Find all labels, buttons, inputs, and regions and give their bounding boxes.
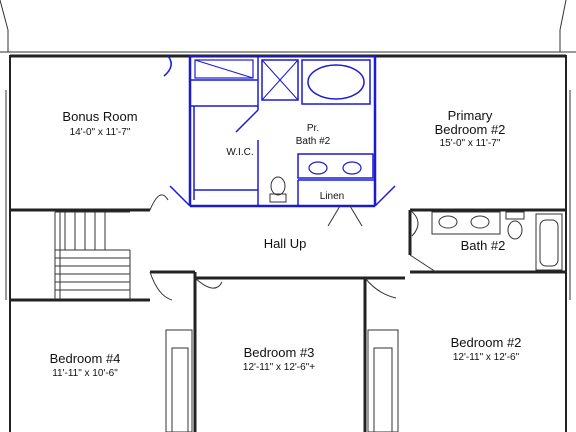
bedroom2-name: Bedroom #2 (451, 335, 522, 350)
roof-lines (0, 0, 576, 53)
staircase (54, 211, 131, 300)
interior-walls (10, 208, 566, 432)
bonus-room-dims: 14'-0" x 11'-7" (70, 127, 131, 138)
pr-bath-line2: Bath #2 (296, 136, 331, 147)
doors (149, 55, 437, 301)
primary-bedroom-name-line1: Primary (448, 108, 493, 123)
bedroom3-dims: 12'-11" x 12'-6"+ (243, 362, 315, 373)
room-labels: Bonus Room 14'-0" x 11'-7" Primary Bedro… (50, 108, 522, 379)
closets (165, 329, 399, 432)
primary-bedroom-name-line2: Bedroom #2 (435, 122, 506, 137)
bonus-room-name: Bonus Room (62, 109, 137, 124)
primary-suite-bath (188, 55, 377, 208)
toilet-icon (269, 176, 287, 203)
hall-up-label: Hall Up (264, 236, 307, 251)
bedroom3-name: Bedroom #3 (244, 345, 315, 360)
bedroom4-dims: 11'-11" x 10'-6" (52, 368, 118, 379)
bath2-fixtures (431, 211, 563, 271)
linen-label: Linen (320, 191, 344, 202)
primary-bedroom-dims: 15'-0" x 11'-7" (440, 138, 501, 149)
bedroom2-dims: 12'-11" x 12'-6" (453, 352, 520, 363)
bath2-label: Bath #2 (461, 238, 506, 253)
bedroom4-name: Bedroom #4 (50, 351, 121, 366)
pr-bath-line1: Pr. (307, 123, 319, 134)
wic-label: W.I.C. (226, 147, 253, 158)
